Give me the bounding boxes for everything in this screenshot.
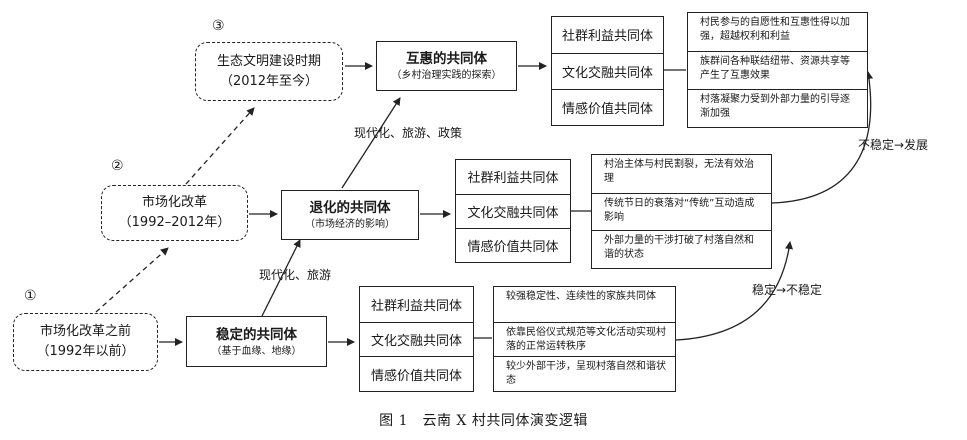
description-item: 外部力量的干涉打破了村落自然和谐的状态 [592, 230, 771, 268]
transition-label-stable-unstable: 稳定→不稳定 [752, 283, 823, 297]
description-group-reciprocal: 村民参与的自愿性和互惠性得以加强，超越权利和利益 族群间各种联结纽带、资源共享等… [687, 12, 868, 128]
community-emotional-value: 情感价值共同体 [456, 227, 570, 262]
stage-subtitle: （基于血缘、地缘） [211, 345, 302, 357]
description-item: 传统节日的衰落对“传统”互动造成影响 [592, 192, 771, 231]
stage-subtitle: （乡村治理实践的探索） [391, 70, 502, 81]
community-group-stable: 社群利益共同体 文化交融共同体 情感价值共同体 [359, 286, 474, 392]
era-arrow-2-3 [185, 107, 255, 185]
community-emotional-value: 情感价值共同体 [360, 356, 473, 391]
stage-title: 退化的共同体 [309, 200, 391, 216]
era-number-2: ② [111, 158, 124, 174]
driver-label-2: 现代化、旅游、政策 [354, 126, 463, 140]
era-title: 生态文明建设时期 [216, 53, 321, 69]
stage-subtitle: （市场经济的影响） [305, 219, 395, 230]
figure-caption: 图 1 云南 X 村共同体演变逻辑 [379, 413, 588, 429]
era-number-1: ① [24, 288, 37, 304]
description-item: 村治主体与村民割裂，无法有效治理 [604, 159, 754, 184]
description-item: 较少外部干涉，呈现村落自然和谐状态 [494, 356, 675, 391]
description-group-degraded: 村治主体与村民割裂，无法有效治理 传统节日的衰落对“传统”互动造成影响 外部力量… [591, 154, 772, 269]
era-period: （1992–2012年） [118, 215, 231, 230]
description-item: 族群间各种联结纽带、资源共享等产生了互惠效果 [688, 50, 867, 89]
description-item: 较强稳定性、连续性的家族共同体 [506, 291, 656, 302]
era-box-pre-market: 市场化改革之前 （1992年以前） [13, 313, 158, 371]
description-item: 依靠民俗仪式规范等文化活动实现村落的正常运转秩序 [494, 321, 675, 357]
transition-curve-1 [675, 241, 794, 341]
community-cultural-fusion: 文化交融共同体 [456, 193, 570, 228]
community-social-interest: 社群利益共同体 [370, 298, 462, 314]
era-box-ecological: 生态文明建设时期 （2012年至今） [195, 42, 343, 101]
community-cultural-fusion: 文化交融共同体 [360, 321, 473, 357]
driver-label-1: 现代化、旅游 [259, 268, 332, 282]
era-title: 市场化改革之前 [39, 324, 131, 339]
community-group-degraded: 社群利益共同体 文化交融共同体 情感价值共同体 [455, 159, 571, 263]
stage-title: 稳定的共同体 [216, 326, 297, 343]
era-arrow-1-2 [95, 247, 169, 313]
community-emotional-value: 情感价值共同体 [552, 88, 663, 125]
community-social-interest: 社群利益共同体 [561, 29, 653, 45]
transition-curve-2 [771, 71, 874, 204]
community-social-interest: 社群利益共同体 [467, 171, 559, 187]
description-item: 村民参与的自愿性和互惠性得以加强，超越权利和利益 [700, 17, 850, 42]
era-period: （1992年以前） [36, 344, 135, 359]
description-item: 村落凝聚力受到外部力量的引导逐渐加强 [688, 88, 867, 127]
stage-box-degraded: 退化的共同体 （市场经济的影响） [281, 190, 419, 240]
era-title: 市场化改革 [141, 195, 207, 210]
community-cultural-fusion: 文化交融共同体 [552, 52, 663, 89]
arrow-stage2-stage3 [341, 97, 401, 189]
transition-label-unstable-development: 不稳定→发展 [858, 138, 929, 152]
stage-title: 互惠的共同体 [406, 51, 487, 67]
arrow-stage1-stage2 [261, 239, 301, 317]
description-group-stable: 较强稳定性、连续性的家族共同体 依靠民俗仪式规范等文化活动实现村落的正常运转秩序… [493, 286, 676, 392]
stage-box-reciprocal: 互惠的共同体 （乡村治理实践的探索） [376, 41, 517, 91]
community-group-reciprocal: 社群利益共同体 文化交融共同体 情感价值共同体 [551, 16, 664, 126]
era-box-market-reform: 市场化改革 （1992–2012年） [101, 185, 248, 241]
era-period: （2012年至今） [219, 73, 319, 89]
stage-box-stable: 稳定的共同体 （基于血缘、地缘） [186, 316, 327, 367]
era-number-3: ③ [212, 18, 225, 34]
